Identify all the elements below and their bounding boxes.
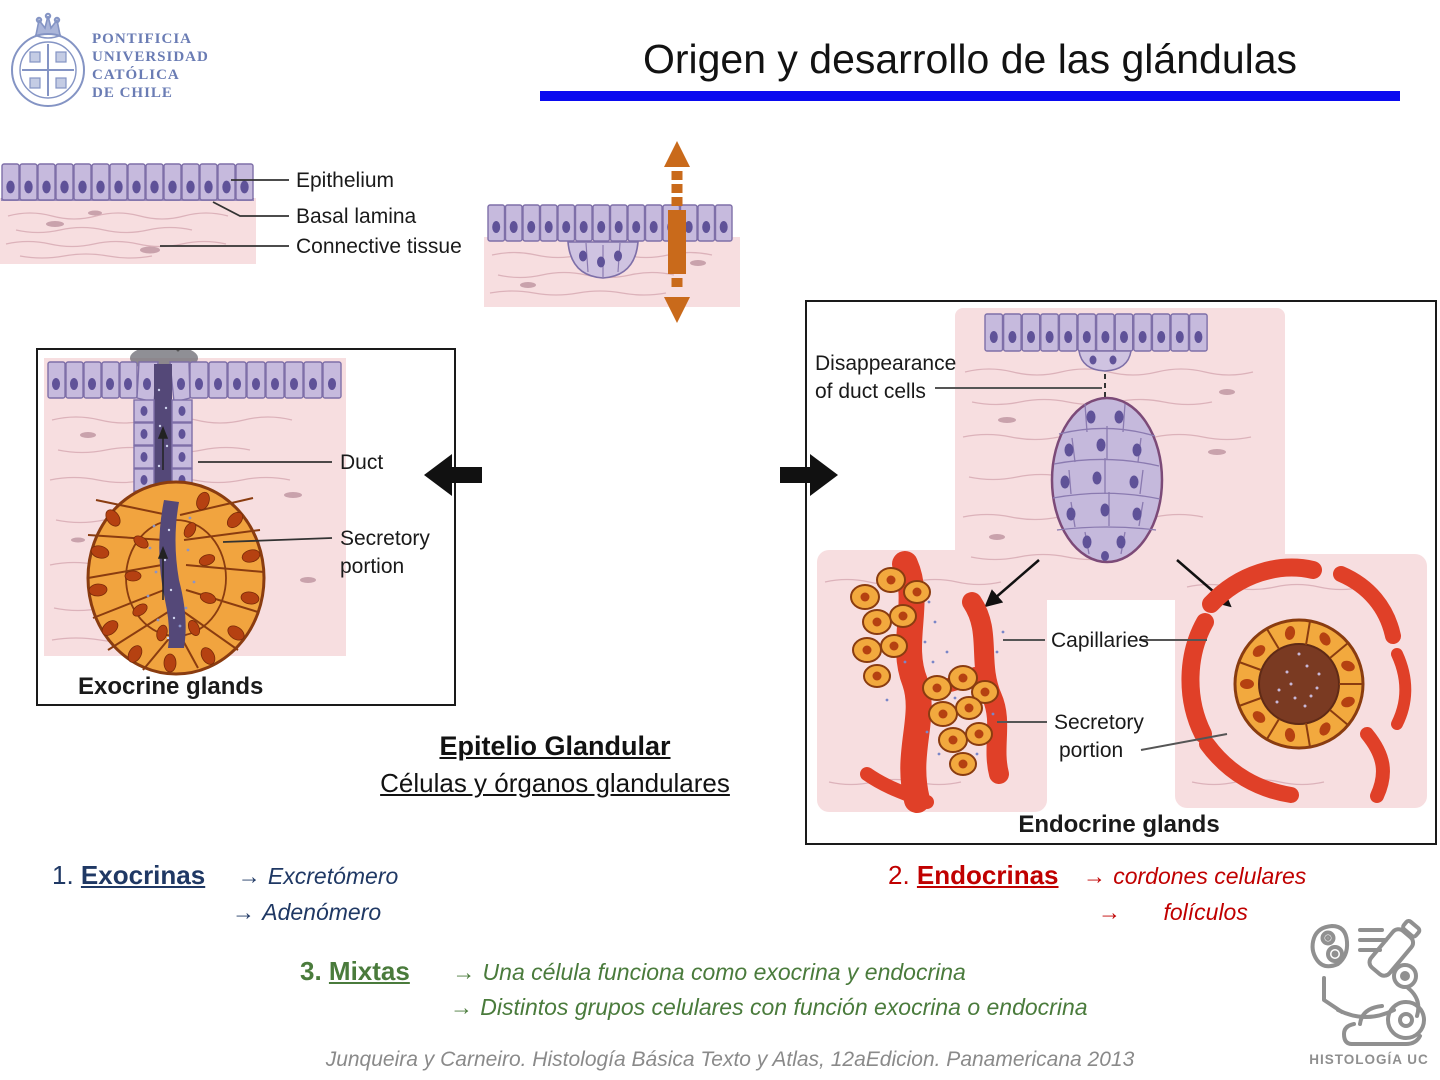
center-heading-block: Epitelio Glandular Células y órganos gla… (330, 731, 780, 799)
arrow-glyph: → (237, 863, 261, 889)
label-capillaries: Capillaries (1051, 629, 1149, 652)
epithelium-invagination-diagram (484, 141, 740, 323)
exocrine-caption: Exocrine glands (78, 673, 263, 700)
label-disappearance-1: Disappearance (815, 352, 956, 375)
label-disappearance-2: of duct cells (815, 380, 926, 403)
label-duct: Duct (340, 451, 383, 474)
label-basal-lamina: Basal lamina (296, 205, 417, 228)
item-endocrinas-line1: cordones celulares (1113, 863, 1307, 889)
item-exocrinas-line1: Excretómero (267, 863, 399, 889)
label-connective-tissue: Connective tissue (296, 235, 462, 258)
university-crest-icon (11, 12, 85, 107)
item-endocrinas-line2: → folículos (1098, 899, 1248, 925)
endocrine-gland-diagram: Disappearance of duct cells Capillaries … (815, 308, 1427, 838)
item-endocrinas-label: Endocrinas (916, 860, 1059, 890)
label-endo-secretory-2: portion (1059, 739, 1123, 762)
arrow-right-icon (780, 454, 838, 496)
label-secretory-2: portion (340, 555, 404, 578)
item-endocrinas: 2. Endocrinas → cordones celulares (888, 860, 1306, 891)
item-mixtas-line2: → Distintos grupos celulares con función… (450, 994, 1088, 1020)
microscope-logo-icon (1310, 918, 1426, 1046)
item-mixtas: 3. Mixtas → Una célula funciona como exo… (300, 956, 966, 987)
item-mixtas-number: 3. (300, 956, 322, 986)
arrow-glyph: → (232, 899, 255, 925)
section-subheading: Células y órganos glandulares (380, 768, 730, 798)
item-exocrinas-number: 1. (52, 860, 74, 890)
epithelium-diagram: Epithelium Basal lamina Connective tissu… (0, 163, 462, 264)
histologia-uc-logo-text: HISTOLOGÍA UC (1309, 1052, 1429, 1067)
endocrine-glands-panel: Disappearance of duct cells Capillaries … (805, 300, 1437, 845)
section-heading: Epitelio Glandular (439, 731, 671, 761)
label-endo-secretory-1: Secretory (1054, 711, 1144, 734)
item-exocrinas-label: Exocrinas (80, 860, 206, 890)
label-secretory-1: Secretory (340, 527, 430, 550)
university-name: PONTIFICIA UNIVERSIDAD CATÓLICA DE CHILE (92, 31, 209, 101)
item-endocrinas-number: 2. (888, 860, 910, 890)
arrow-glyph: → (450, 994, 473, 1020)
citation: Junqueira y Carneiro. Histología Básica … (325, 1048, 1135, 1071)
arrow-glyph: → (1098, 899, 1121, 925)
item-exocrinas: 1. Exocrinas → Excretómero (52, 860, 398, 891)
item-mixtas-label: Mixtas (328, 956, 410, 986)
item-exocrinas-line2: → Adenómero (232, 899, 382, 925)
page-title: Origen y desarrollo de las glándulas (642, 36, 1298, 82)
arrow-left-icon (424, 454, 482, 496)
item-mixtas-line1: Una célula funciona como exocrina y endo… (482, 959, 966, 985)
title-underline-bar (540, 91, 1400, 101)
exocrine-gland-diagram: Duct Secretory portion Exocrine glands (44, 345, 430, 700)
exocrine-glands-panel: Duct Secretory portion Exocrine glands (36, 345, 456, 706)
orange-double-arrow-icon (664, 141, 690, 323)
arrow-glyph: → (1082, 863, 1106, 889)
endocrine-caption: Endocrine glands (1018, 811, 1219, 838)
arrow-glyph: → (452, 959, 476, 985)
label-epithelium: Epithelium (296, 169, 394, 192)
